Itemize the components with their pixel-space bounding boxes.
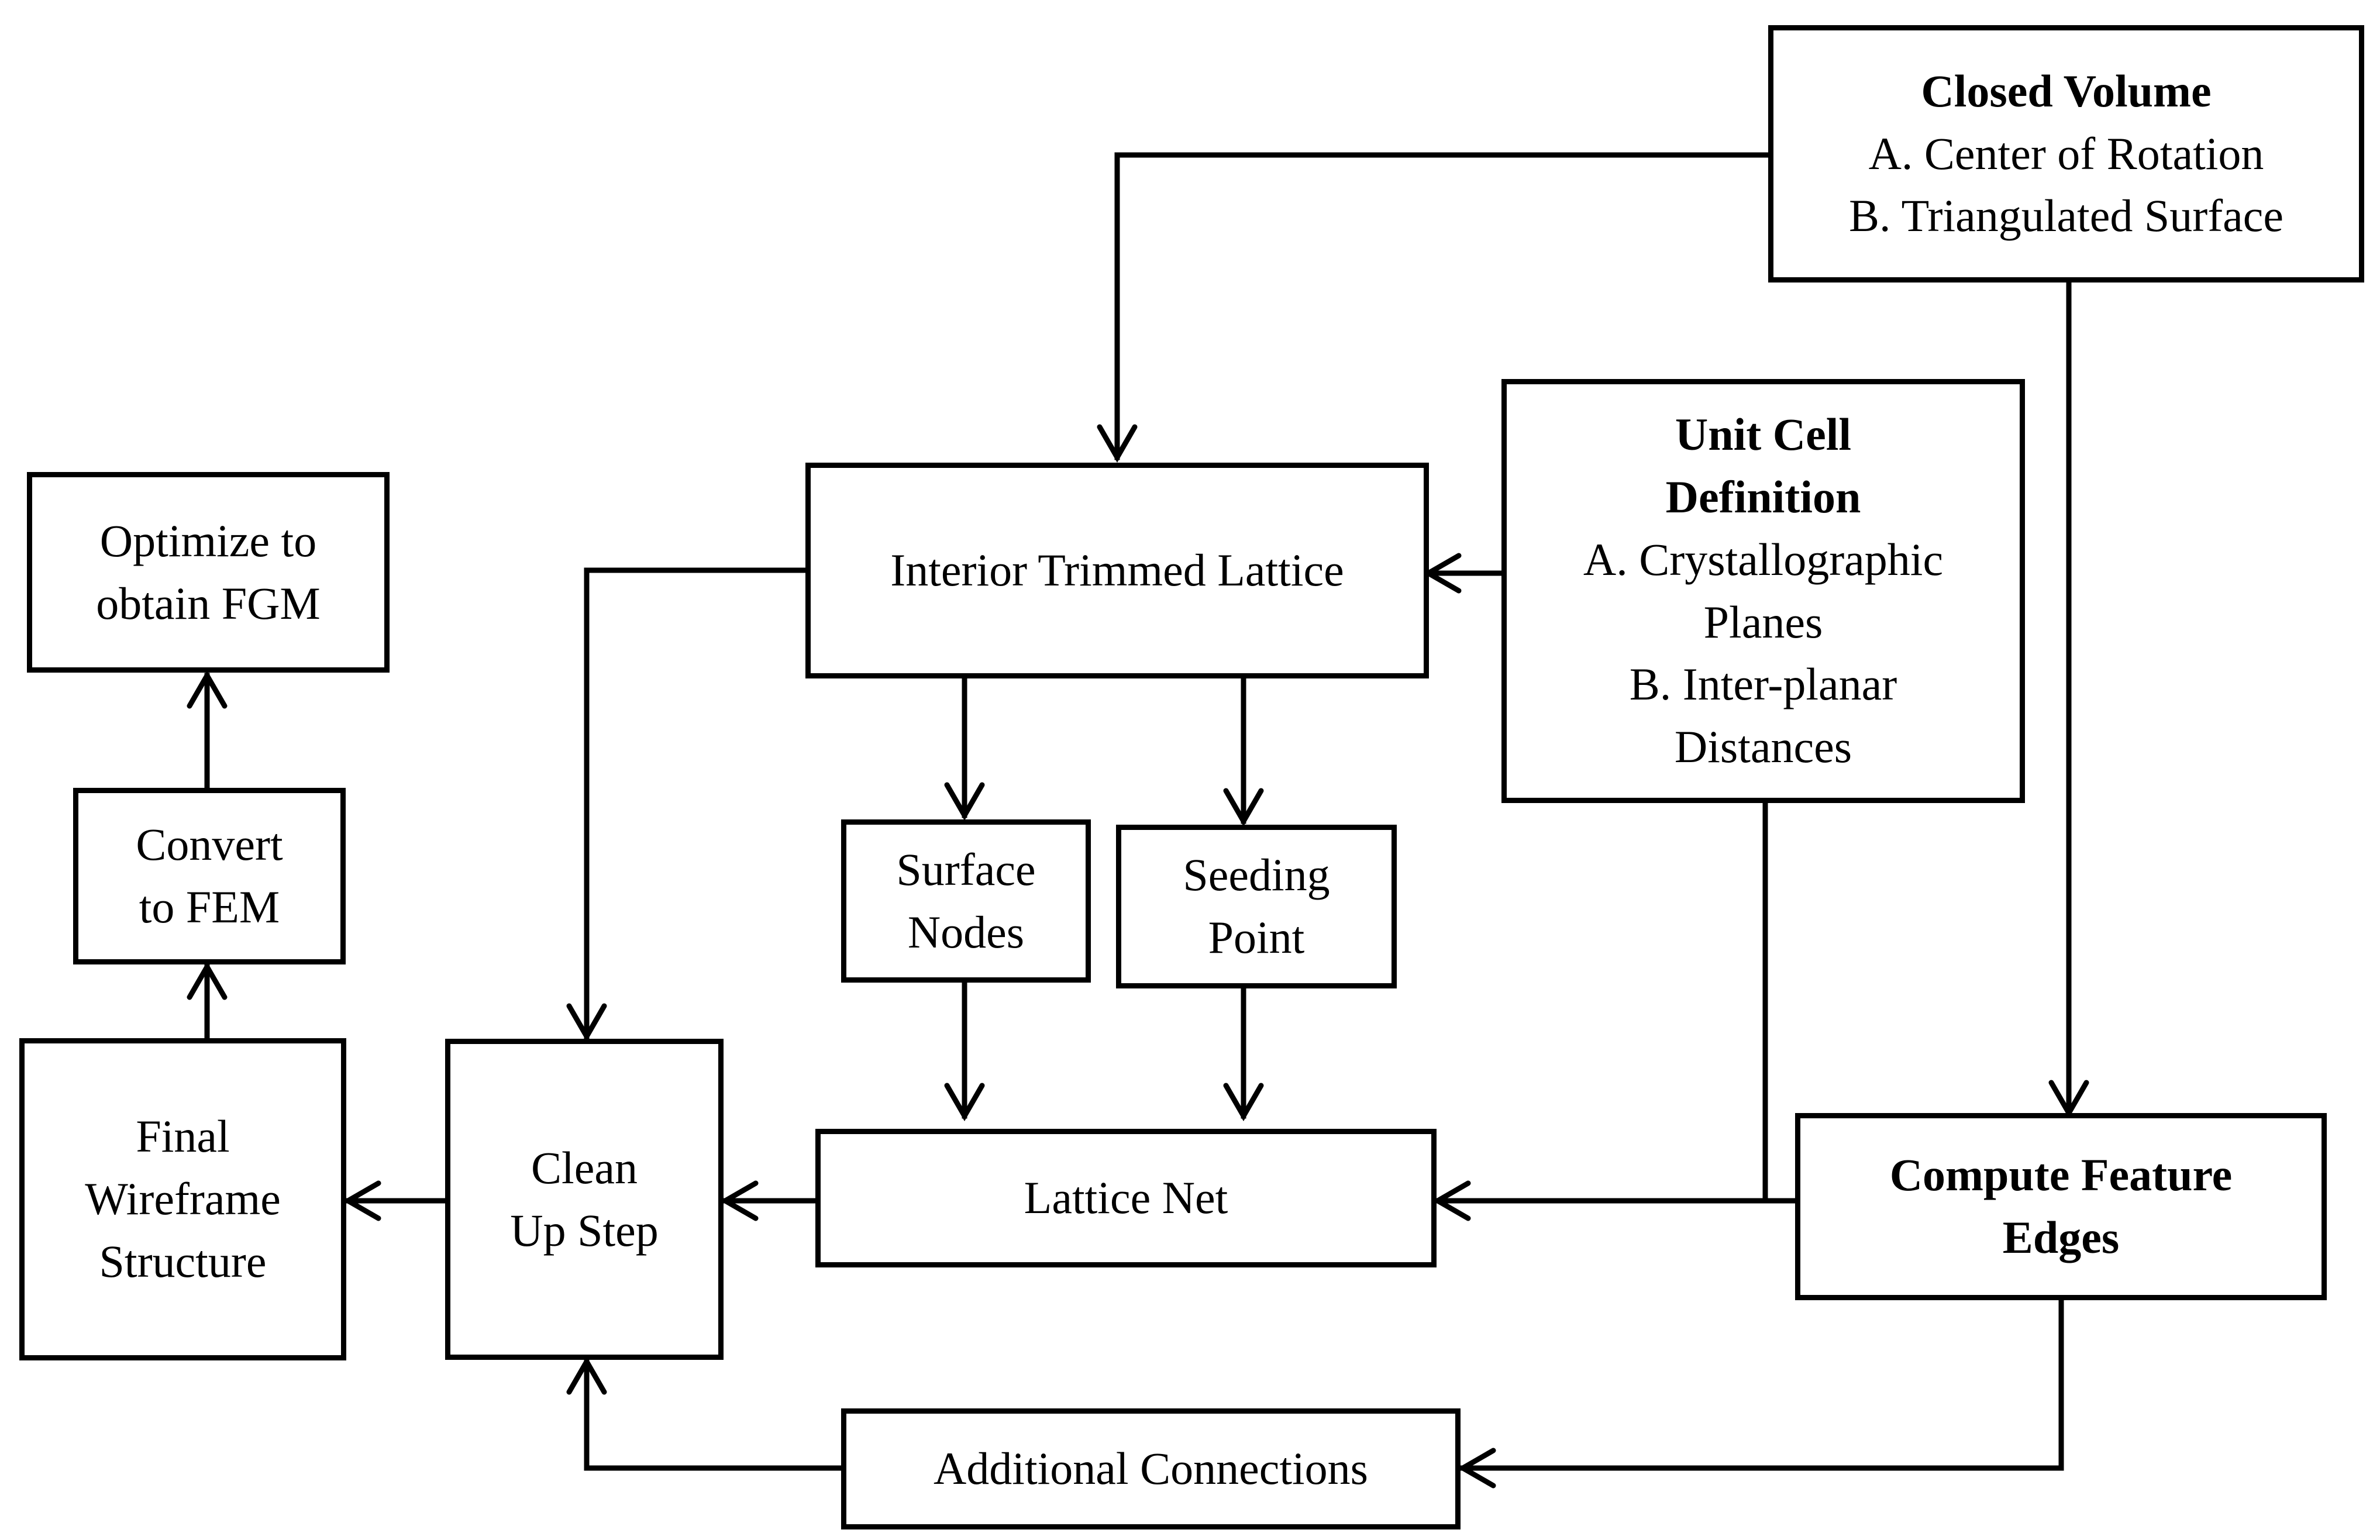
final-wireframe-line-1: Final: [136, 1111, 230, 1162]
closed-volume-item-b: B. Triangulated Surface: [1848, 190, 2284, 242]
arrowhead-left-icon: [342, 1180, 381, 1221]
arrowhead-up-icon: [187, 961, 228, 1000]
optimize-fgm-line-2: obtain FGM: [96, 577, 321, 629]
clean-up-step-line-2: Up Step: [510, 1204, 659, 1256]
arrowhead-up-icon: [566, 1356, 607, 1395]
final-wireframe-line-2: Wireframe: [85, 1173, 281, 1225]
final-wireframe-line-3: Structure: [99, 1235, 267, 1287]
unit-cell-title-line-2: Definition: [1665, 471, 1861, 522]
arrow-closed-volume-to-interior-lattice: [1114, 152, 1773, 460]
surface-nodes-line-2: Nodes: [907, 906, 1025, 957]
lattice-net-label: Lattice Net: [1024, 1172, 1228, 1224]
closed-volume-box: Closed Volume A. Center of Rotation B. T…: [1768, 25, 2364, 282]
additional-connections-label: Additional Connections: [933, 1443, 1369, 1494]
optimize-fgm-box: Optimize to obtain FGM: [27, 472, 390, 673]
additional-connections-box: Additional Connections: [841, 1408, 1461, 1529]
unit-cell-title-line-1: Unit Cell: [1675, 408, 1852, 460]
seeding-point-line-1: Seeding: [1183, 849, 1330, 901]
arrowhead-down-icon: [944, 782, 985, 821]
arrowhead-left-icon: [1457, 1448, 1496, 1489]
arrowhead-down-icon: [944, 1083, 985, 1122]
arrowhead-left-icon: [1432, 1180, 1471, 1221]
final-wireframe-structure-box: Final Wireframe Structure: [19, 1038, 346, 1360]
lattice-net-box: Lattice Net: [815, 1129, 1437, 1267]
arrowhead-down-icon: [566, 1003, 607, 1042]
arrow-interior-lattice-to-clean-up: [584, 567, 811, 1039]
unit-cell-item-a-line-1: A. Crystallographic: [1583, 533, 1944, 585]
arrowhead-down-icon: [1223, 1083, 1264, 1122]
surface-nodes-box: Surface Nodes: [841, 819, 1091, 983]
closed-volume-item-a: A. Center of Rotation: [1868, 128, 2264, 179]
seeding-point-line-2: Point: [1208, 912, 1305, 963]
closed-volume-title: Closed Volume: [1921, 65, 2212, 116]
compute-feature-edges-box: Compute Feature Edges: [1795, 1113, 2327, 1300]
convert-fem-line-1: Convert: [136, 819, 283, 870]
unit-cell-item-b-line-1: B. Inter-planar: [1629, 659, 1897, 710]
convert-fem-line-2: to FEM: [139, 881, 280, 932]
arrowhead-down-icon: [1097, 424, 1138, 463]
clean-up-step-line-1: Clean: [531, 1142, 638, 1193]
convert-to-fem-box: Convert to FEM: [73, 788, 346, 964]
clean-up-step-box: Clean Up Step: [445, 1039, 724, 1360]
optimize-fgm-line-1: Optimize to: [99, 515, 317, 566]
arrow-feature-edges-to-additional-connections: [1460, 1297, 2064, 1471]
arrow-additional-connections-to-clean-up: [584, 1359, 846, 1471]
seeding-point-box: Seeding Point: [1116, 825, 1397, 988]
interior-trimmed-lattice-box: Interior Trimmed Lattice: [805, 463, 1429, 678]
compute-feature-edges-line-1: Compute Feature: [1889, 1149, 2233, 1201]
arrowhead-up-icon: [187, 670, 228, 709]
unit-cell-item-a-line-2: Planes: [1703, 596, 1823, 647]
interior-trimmed-lattice-label: Interior Trimmed Lattice: [890, 545, 1344, 596]
surface-nodes-line-1: Surface: [896, 843, 1036, 895]
unit-cell-definition-box: Unit Cell Definition A. Crystallographic…: [1501, 379, 2025, 803]
compute-feature-edges-line-2: Edges: [2002, 1212, 2120, 1263]
arrowhead-left-icon: [719, 1180, 759, 1221]
unit-cell-item-b-line-2: Distances: [1674, 721, 1852, 773]
arrowhead-down-icon: [1223, 788, 1264, 827]
